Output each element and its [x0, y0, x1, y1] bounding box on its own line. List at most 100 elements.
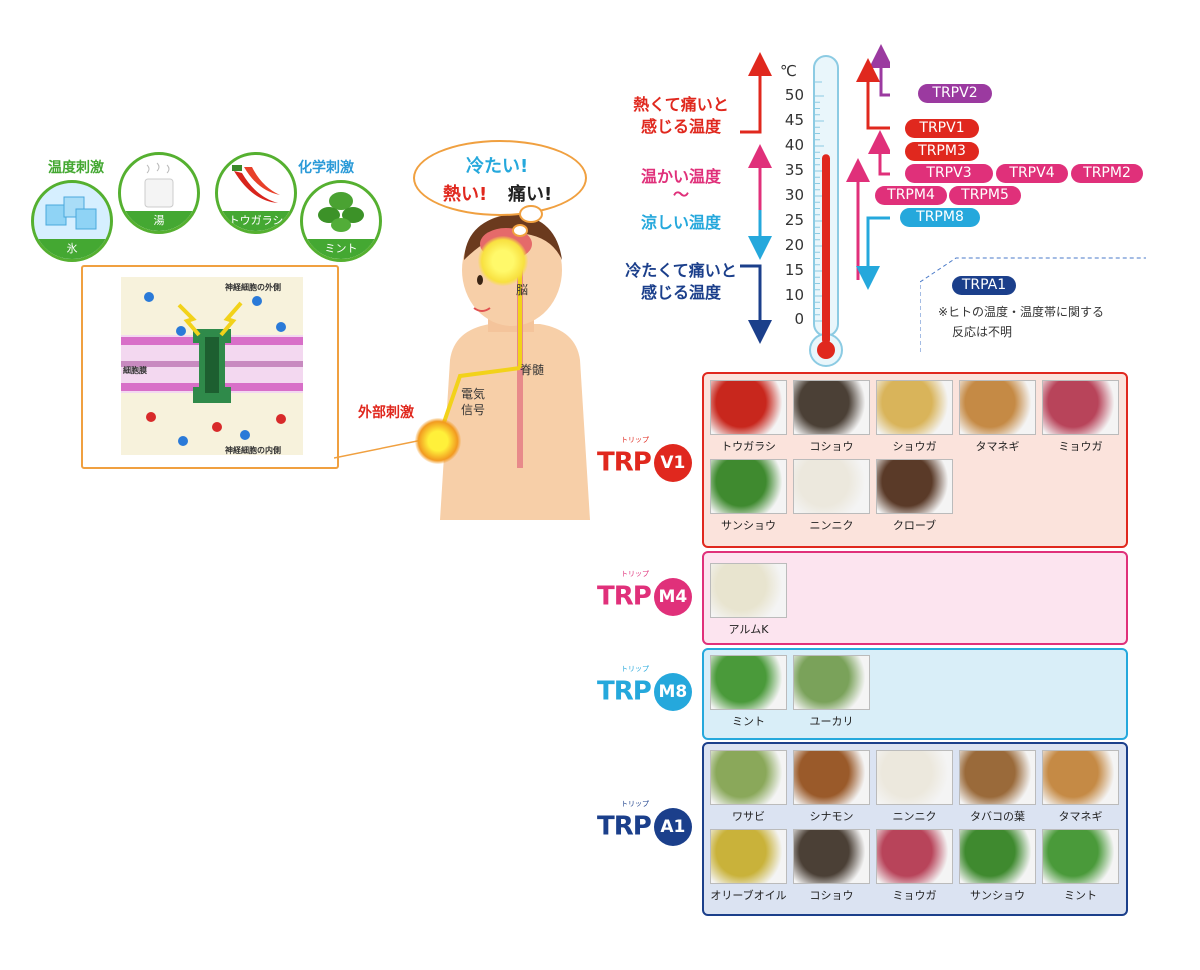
cool-label: 涼しい温度: [640, 213, 721, 232]
mint-circle: ミント: [300, 180, 382, 262]
food-name: タバコの葉: [970, 810, 1025, 823]
cup-icon: [144, 162, 174, 208]
food-item-m4: アルムK: [710, 563, 787, 637]
trpa1-dashed-frame: [920, 257, 1146, 352]
food-item-a1: ニンニク: [876, 750, 953, 824]
electric-signal-label: 電気信号: [461, 387, 486, 417]
food-name: コショウ: [809, 440, 854, 453]
chili-circle: トウガラシ: [215, 152, 297, 234]
food-name: トウガラシ: [721, 440, 776, 453]
ice-icon: [45, 196, 97, 230]
pill-trpm4: TRPM4: [875, 186, 947, 205]
food-photo: [1042, 829, 1119, 884]
food-name: クローブ: [892, 519, 937, 532]
thermal-stimulus-label: 温度刺激: [48, 160, 104, 176]
food-item-v1: ニンニク: [793, 459, 870, 533]
bubble-pain-text: 痛い!: [508, 184, 553, 205]
food-name: ミョウガ: [1058, 440, 1103, 453]
food-item-a1: ミョウガ: [876, 829, 953, 903]
food-item-v1: ショウガ: [876, 380, 953, 454]
brain-glow: [478, 236, 528, 286]
thought-bubble: [413, 140, 587, 216]
food-photo: [710, 380, 787, 435]
food-item-a1: サンショウ: [959, 829, 1036, 903]
cold-pain-label: 冷たくて痛いと感じる温度: [625, 261, 737, 302]
food-name: ニンニク: [892, 810, 937, 823]
food-photo: [959, 380, 1036, 435]
pill-trpa1: TRPA1: [952, 276, 1016, 295]
hot-pain-label: 熱くて痛いと感じる温度: [633, 95, 729, 136]
tick-label: 10: [784, 286, 804, 304]
stimulus-glow: [415, 418, 461, 464]
food-photo: [1042, 750, 1119, 805]
food-name: ミョウガ: [892, 889, 937, 902]
tick-label: 35: [784, 161, 804, 179]
cell-membrane-label: 細胞膜: [123, 366, 147, 375]
food-item-a1: ミント: [1042, 829, 1119, 903]
thought-bubble-dot-large: [519, 205, 543, 223]
hot-water-label: 湯: [121, 211, 197, 231]
food-photo: [793, 655, 870, 710]
food-item-a1: ワサビ: [710, 750, 787, 824]
tick-label: 45: [784, 111, 804, 129]
mint-leaf-icon: [318, 192, 364, 232]
pill-trpv2: TRPV2: [918, 84, 992, 103]
food-item-a1: タマネギ: [1042, 750, 1119, 824]
ion-channel-illustration: [121, 277, 303, 455]
food-name: オリーブオイル: [710, 889, 787, 902]
spine-label: 脊髄: [520, 363, 545, 377]
food-photo: [959, 829, 1036, 884]
food-photo: [793, 380, 870, 435]
food-photo: [793, 829, 870, 884]
food-photo: [793, 459, 870, 514]
food-name: タマネギ: [1058, 810, 1103, 823]
food-item-v1: ミョウガ: [1042, 380, 1119, 454]
tick-label: 20: [784, 236, 804, 254]
food-photo: [876, 750, 953, 805]
cell-diagram-frame: 神経細胞の外側 細胞膜 神経細胞の内側: [81, 265, 339, 469]
food-item-v1: サンショウ: [710, 459, 787, 533]
food-item-a1: タバコの葉: [959, 750, 1036, 824]
food-photo: [876, 829, 953, 884]
food-name: ユーカリ: [809, 715, 854, 728]
pill-trpm3: TRPM3: [905, 142, 979, 161]
tick-label: 30: [784, 186, 804, 204]
food-photo: [793, 750, 870, 805]
mint-label: ミント: [303, 239, 379, 259]
food-photo: [710, 459, 787, 514]
food-name: ミント: [732, 715, 765, 728]
pill-trpm2: TRPM2: [1071, 164, 1143, 183]
food-name: ミント: [1064, 889, 1097, 902]
food-item-a1: オリーブオイル: [710, 829, 787, 903]
pill-trpv3: TRPV3: [905, 164, 993, 183]
food-item-v1: タマネギ: [959, 380, 1036, 454]
chili-label: トウガラシ: [218, 211, 294, 231]
food-name: コショウ: [809, 889, 854, 902]
food-photo: [1042, 380, 1119, 435]
pill-trpm5: TRPM5: [949, 186, 1021, 205]
food-name: タマネギ: [975, 440, 1020, 453]
ice-label: 氷: [34, 239, 110, 259]
brain-label: 脳: [516, 283, 529, 297]
thought-bubble-dot-small: [512, 224, 528, 237]
food-name: サンショウ: [970, 889, 1025, 902]
food-photo: [876, 380, 953, 435]
food-name: ニンニク: [809, 519, 854, 532]
food-photo: [959, 750, 1036, 805]
celsius-unit: ℃: [780, 62, 797, 80]
thermometer: [809, 55, 843, 367]
bubble-hot-text: 熱い!: [443, 184, 488, 205]
food-photo: [710, 750, 787, 805]
tick-label: 50: [784, 86, 804, 104]
tick-label: 40: [784, 136, 804, 154]
food-photo: [710, 829, 787, 884]
food-photo: [710, 655, 787, 710]
food-item-a1: コショウ: [793, 829, 870, 903]
food-photo: [710, 563, 787, 618]
tick-label: 15: [784, 261, 804, 279]
food-item-v1: コショウ: [793, 380, 870, 454]
outside-cell-label: 神経細胞の外側: [225, 283, 281, 292]
